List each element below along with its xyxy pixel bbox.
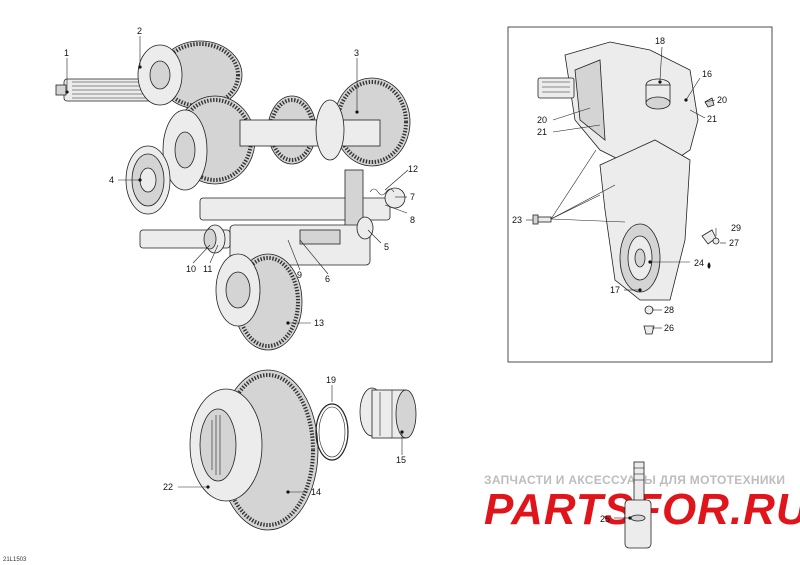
gearbox-exploded-view: 1 2 3 4 5 6 7 8 9 10 11 12 13 14 15 19 2… [55,26,418,531]
label-10: 10 [186,264,196,274]
gear-13 [215,253,303,351]
label-21-right: 21 [707,114,717,124]
bushing-15 [359,387,417,439]
label-6: 6 [325,274,330,284]
part-25: 25 [600,461,652,549]
label-20-right: 20 [717,95,727,105]
label-17: 17 [610,285,620,295]
cover-17 [599,139,691,301]
inset-frame [507,26,773,363]
label-14: 14 [311,487,321,497]
gear-14 [189,369,319,531]
label-2: 2 [137,26,142,36]
label-25: 25 [600,514,610,524]
inset-part-labels: 18 16 20 21 20 21 23 29 27 24 17 28 26 [512,36,741,333]
label-3: 3 [354,48,359,58]
bolt-23 [532,214,552,225]
label-27: 27 [729,238,739,248]
part-number-labels: 1 2 3 4 5 6 7 8 9 10 11 12 13 14 15 19 2… [64,26,418,497]
label-19: 19 [326,375,336,385]
label-28: 28 [664,305,674,315]
label-4: 4 [109,175,114,185]
label-13: 13 [314,318,324,328]
label-15: 15 [396,455,406,465]
label-9: 9 [297,270,302,280]
inset-leader-lines [526,46,726,329]
o-ring-19 [315,403,349,461]
label-24: 24 [694,258,704,268]
label-18: 18 [655,36,665,46]
housing-16 [537,41,699,171]
label-11: 11 [203,264,212,274]
label-23: 23 [512,215,522,225]
label-29: 29 [731,223,741,233]
label-21-left: 21 [537,127,547,137]
label-26: 26 [664,323,674,333]
small-fasteners [643,97,720,335]
label-5: 5 [384,242,389,252]
leader-lines [65,36,409,494]
label-12: 12 [408,164,418,174]
label-8: 8 [410,215,415,225]
label-20-left: 20 [537,115,547,125]
figure-code: 21L1503 [3,557,27,563]
label-1: 1 [64,48,69,58]
label-7: 7 [410,192,415,202]
bearing-4 [125,145,171,215]
gear-3 [239,77,411,167]
label-16: 16 [702,69,712,79]
inset-housing-view: 18 16 20 21 20 21 23 29 27 24 17 28 26 [507,26,773,363]
label-22: 22 [163,482,173,492]
